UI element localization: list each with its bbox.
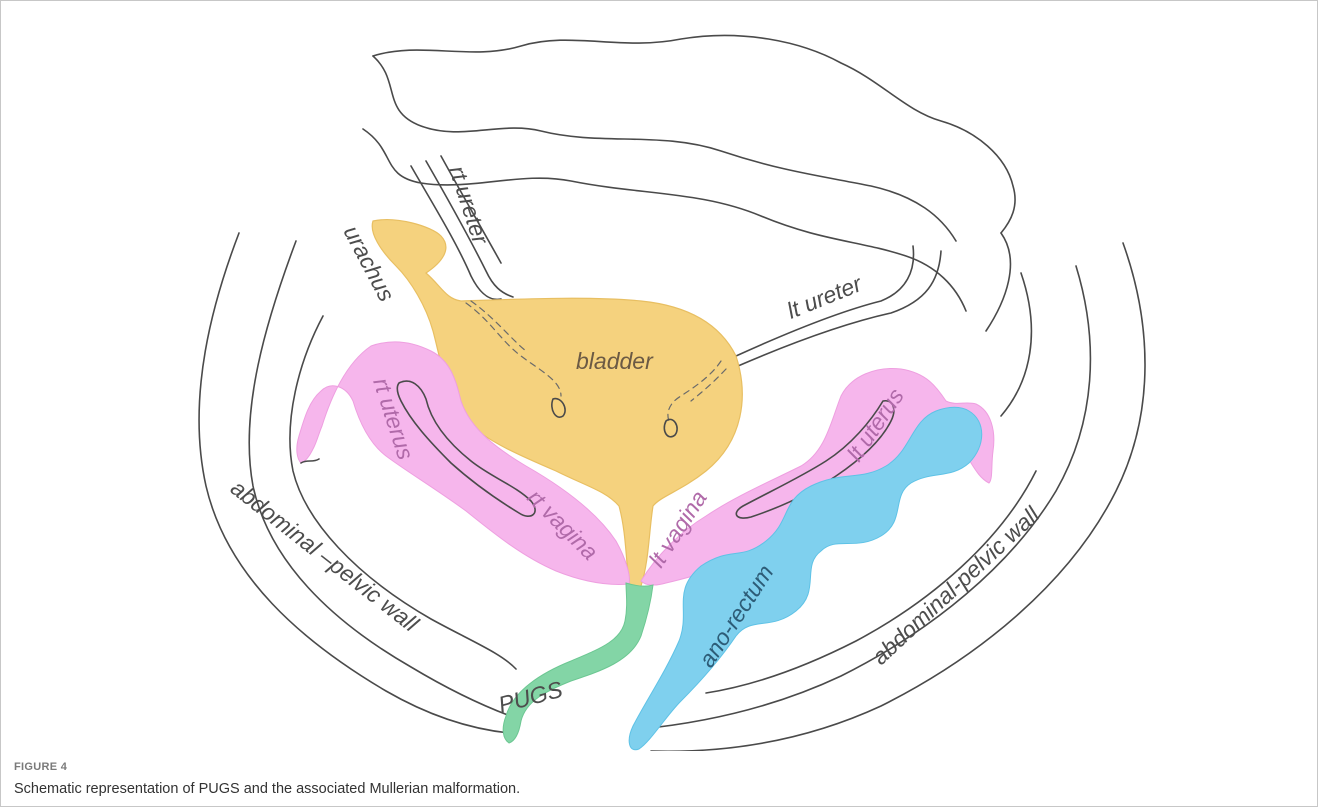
bladder-label: bladder <box>576 348 654 374</box>
figure-label: FIGURE 4 <box>14 761 67 773</box>
pugs-shape <box>503 583 653 743</box>
right-wall-label: abdominal-pelvic wall <box>867 501 1045 670</box>
left-wall-label: abdominal –pelvic wall <box>226 474 424 637</box>
pelvic-schematic: rt ureter urachus lt ureter bladder rt u… <box>1 1 1320 751</box>
lt-ureter-label: lt ureter <box>783 270 866 324</box>
pugs-label: PUGS <box>496 676 566 718</box>
figure-caption: Schematic representation of PUGS and the… <box>14 781 520 797</box>
